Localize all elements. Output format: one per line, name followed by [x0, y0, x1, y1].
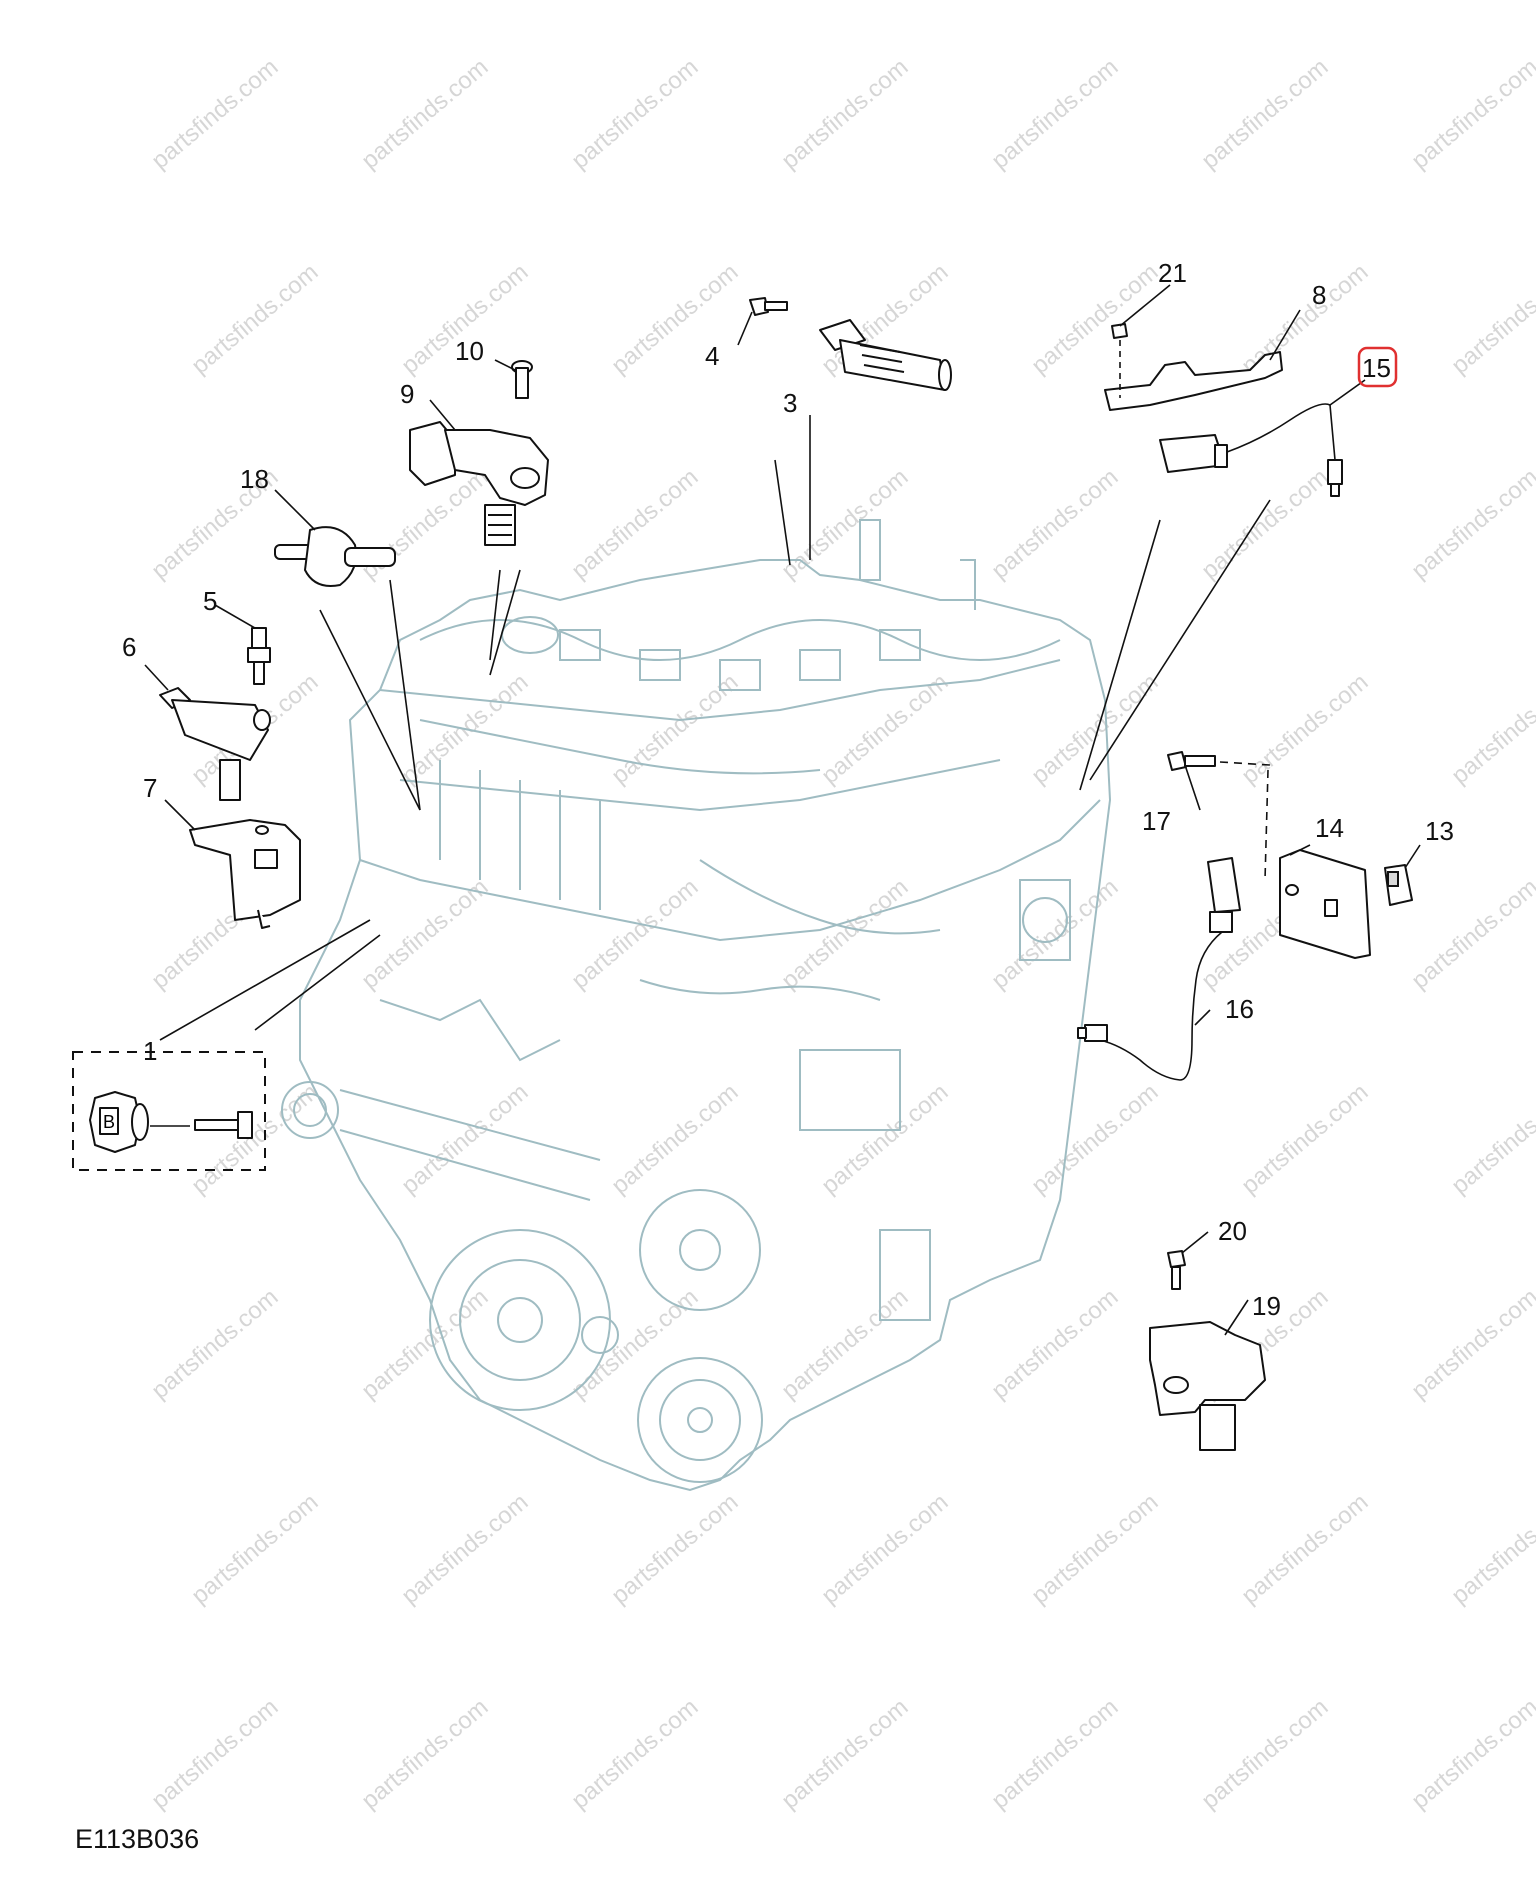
part-14-plate — [1279, 849, 1371, 959]
watermark-text: partsfinds.com — [987, 464, 1124, 585]
watermark-text: partsfinds.com — [987, 874, 1124, 995]
watermark-text: partsfinds.com — [607, 669, 744, 790]
callout-5[interactable]: 5 — [203, 586, 217, 616]
watermark-text: partsfinds.com — [987, 1694, 1124, 1815]
watermark-text: partsfinds.com — [607, 259, 744, 380]
diagram-code: E113B036 — [75, 1824, 199, 1854]
part-6-sensor — [159, 687, 271, 801]
callout-3[interactable]: 3 — [783, 388, 797, 418]
watermark-text: partsfinds.com — [147, 1694, 284, 1815]
callout-19[interactable]: 19 — [1252, 1291, 1281, 1321]
watermark-text: partsfinds.com — [187, 259, 324, 380]
watermark-text: partsfinds.com — [607, 1079, 744, 1200]
part-1-bolt-nut: B — [72, 1051, 266, 1171]
svg-text:B: B — [103, 1112, 115, 1132]
callout-16[interactable]: 16 — [1225, 994, 1254, 1024]
watermark-text: partsfinds.com — [357, 1284, 494, 1405]
watermark-text: partsfinds.com — [777, 1694, 914, 1815]
watermark-text: partsfinds.com — [1447, 1079, 1536, 1200]
part-8-bracket — [1104, 351, 1283, 411]
watermark-text: partsfinds.com — [607, 1489, 744, 1610]
watermark-text: partsfinds.com — [147, 1284, 284, 1405]
watermark-text: partsfinds.com — [777, 54, 914, 175]
watermark-text: partsfinds.com — [1407, 54, 1536, 175]
watermark-text: partsfinds.com — [1237, 1489, 1374, 1610]
watermark-text: partsfinds.com — [567, 54, 704, 175]
watermark-text: partsfinds.com — [567, 1284, 704, 1405]
watermark-text: partsfinds.com — [777, 1284, 914, 1405]
callout-4[interactable]: 4 — [705, 341, 719, 371]
callout-15-highlight — [1357, 346, 1398, 388]
watermark-text: partsfinds.com — [567, 1694, 704, 1815]
watermark-text: partsfinds.com — [397, 1489, 534, 1610]
watermark-text: partsfinds.com — [1447, 1489, 1536, 1610]
watermark-text: partsfinds.com — [777, 464, 914, 585]
part-3-sensor — [819, 319, 952, 391]
watermark-text: partsfinds.com — [357, 1694, 494, 1815]
callout-18[interactable]: 18 — [240, 464, 269, 494]
watermark-text: partsfinds.com — [987, 54, 1124, 175]
watermark-text: partsfinds.com — [1027, 259, 1164, 380]
part-7-bracket — [189, 819, 301, 929]
watermark-text: partsfinds.com — [1447, 669, 1536, 790]
part-13-clip — [1384, 864, 1413, 906]
watermark-text: partsfinds.com — [1237, 1079, 1374, 1200]
watermark-text: partsfinds.com — [567, 874, 704, 995]
callouts: 1 3 4 5 6 7 8 9 10 13 14 15 16 17 18 19 … — [122, 258, 1454, 1321]
watermark-text: partsfinds.com — [1027, 1079, 1164, 1200]
part-15-sensor — [1159, 403, 1343, 497]
watermark-text: partsfinds.com — [1407, 874, 1536, 995]
part-16-sensor — [1077, 857, 1241, 1081]
callout-14[interactable]: 14 — [1315, 813, 1344, 843]
watermark-text: partsfinds.com — [1197, 464, 1334, 585]
watermark-text: partsfinds.com — [357, 874, 494, 995]
watermark-text: partsfinds.com — [817, 1079, 954, 1200]
part-4-bolt — [749, 297, 788, 316]
part-20-bolt — [1167, 1250, 1186, 1290]
watermark-text: partsfinds.com — [1447, 259, 1536, 380]
watermark-text: partsfinds.com — [187, 1489, 324, 1610]
part-19-sensor — [1149, 1321, 1266, 1451]
part-9-sensor — [409, 421, 549, 546]
callout-10[interactable]: 10 — [455, 336, 484, 366]
callout-7[interactable]: 7 — [143, 773, 157, 803]
watermark-text: partsfinds.com — [567, 464, 704, 585]
watermark-text: partsfinds.com — [1407, 1694, 1536, 1815]
callout-21[interactable]: 21 — [1158, 258, 1187, 288]
engine-block — [281, 519, 1112, 1492]
watermark-text: partsfinds.com — [1237, 259, 1374, 380]
callout-9[interactable]: 9 — [400, 379, 414, 409]
callout-20[interactable]: 20 — [1218, 1216, 1247, 1246]
watermark-text: partsfinds.com — [1407, 1284, 1536, 1405]
callout-13[interactable]: 13 — [1425, 816, 1454, 846]
part-5-stud — [247, 627, 271, 685]
watermark-text: partsfinds.com — [817, 1489, 954, 1610]
callout-8[interactable]: 8 — [1312, 280, 1326, 310]
part-10-bolt — [511, 360, 533, 399]
watermark-text: partsfinds.com — [1197, 1694, 1334, 1815]
watermark-text: partsfinds.com — [147, 54, 284, 175]
watermark-text: partsfinds.com — [987, 1284, 1124, 1405]
callout-15[interactable]: 15 — [1362, 353, 1391, 383]
callout-1[interactable]: 1 — [143, 1036, 157, 1066]
watermark-text: partsfinds.com — [397, 1079, 534, 1200]
callout-17[interactable]: 17 — [1142, 806, 1171, 836]
leader-lines — [144, 284, 1421, 1336]
watermark-text: partsfinds.com — [1237, 669, 1374, 790]
watermark-text: partsfinds.com — [817, 669, 954, 790]
watermark-text: partsfinds.com — [357, 54, 494, 175]
watermark-text: partsfinds.com — [1197, 54, 1334, 175]
watermark-text: partsfinds.com — [1027, 1489, 1164, 1610]
part-18-sensor — [274, 526, 396, 587]
watermark-text: partsfinds.com — [1407, 464, 1536, 585]
callout-6[interactable]: 6 — [122, 632, 136, 662]
